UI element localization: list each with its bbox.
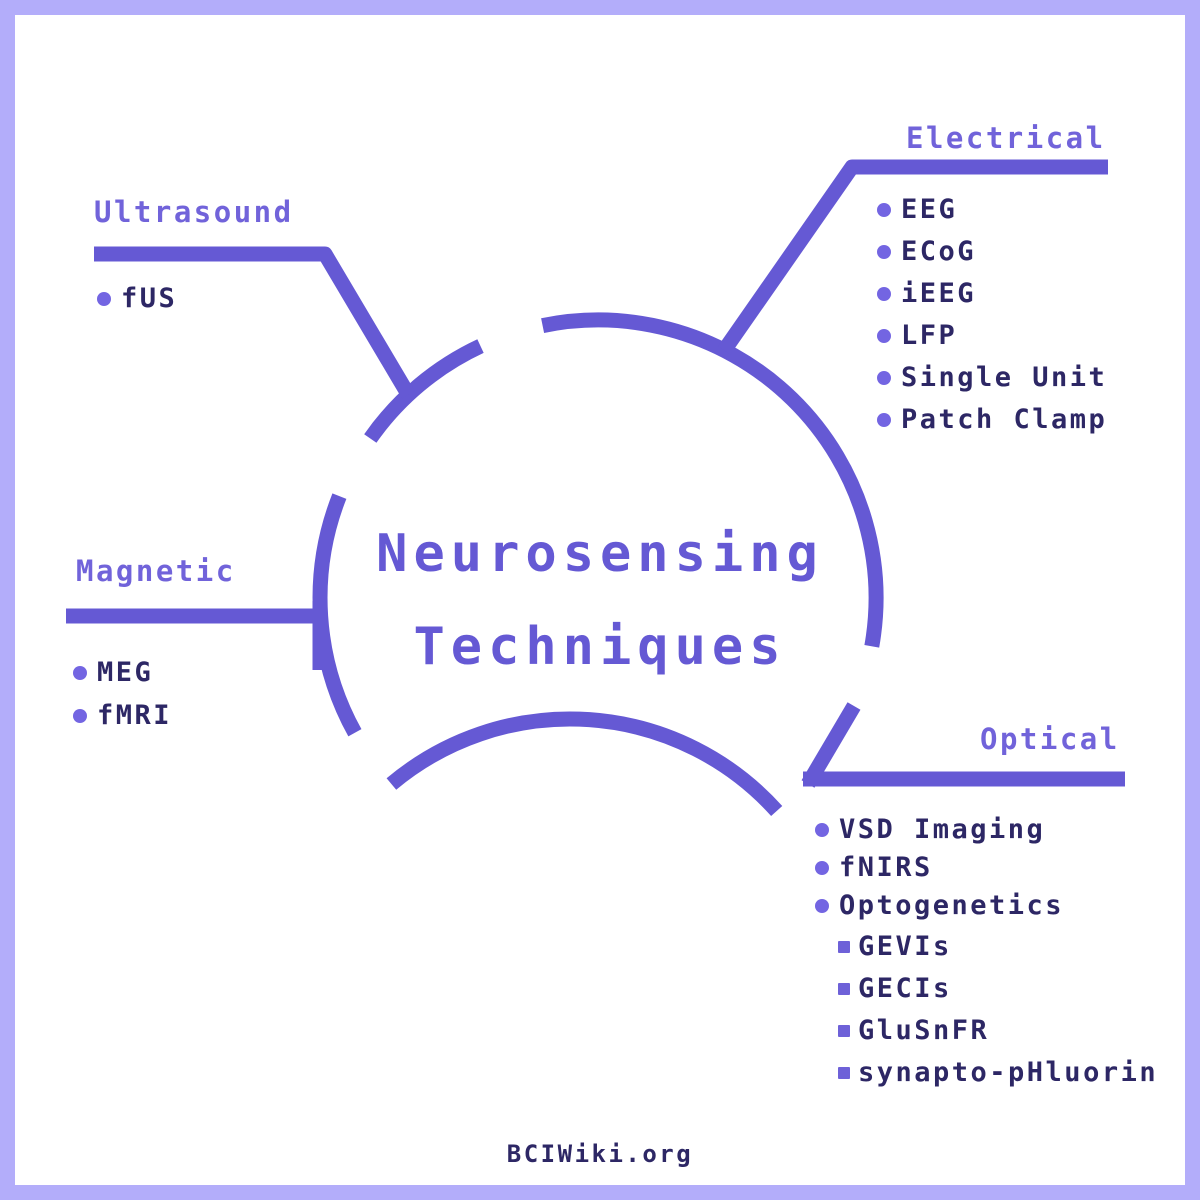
bullet-square-icon — [838, 1067, 850, 1079]
ultrasound-connector — [94, 246, 415, 399]
list-item: Single Unit — [877, 363, 1107, 393]
item-label: iEEG — [901, 278, 977, 309]
list-item: MEG — [73, 658, 172, 688]
central-title-line2: Techniques — [413, 617, 787, 677]
central-title-line1: Neurosensing — [376, 524, 824, 584]
list-item: ECoG — [877, 237, 1107, 267]
bullet-dot-icon — [73, 666, 87, 680]
bullet-dot-icon — [877, 371, 891, 385]
list-item: iEEG — [877, 279, 1107, 309]
item-label: Patch Clamp — [901, 404, 1108, 435]
electrical-connector — [718, 159, 1108, 355]
bullet-dot-icon — [815, 823, 829, 837]
magnetic-item-list: MEG fMRI — [73, 658, 172, 731]
item-label: Optogenetics — [839, 890, 1065, 921]
list-item: synapto-pHluorin — [838, 1058, 1158, 1088]
bullet-dot-icon — [877, 287, 891, 301]
list-item: fUS — [97, 284, 177, 314]
list-item: VSD Imaging — [815, 815, 1064, 845]
bullet-dot-icon — [877, 413, 891, 427]
item-label: fUS — [121, 283, 178, 314]
bullet-dot-icon — [877, 245, 891, 259]
optical-subitem-list: GEVIs GECIs GluSnFR synapto-pHluorin — [838, 932, 1158, 1088]
item-label: VSD Imaging — [839, 814, 1046, 845]
bullet-dot-icon — [815, 899, 829, 913]
bullet-square-icon — [838, 983, 850, 995]
electrical-item-list: EEG ECoG iEEG LFP Single Unit Patch Clam… — [877, 195, 1107, 435]
optical-item-list: VSD Imaging fNIRS Optogenetics — [815, 815, 1064, 921]
bullet-dot-icon — [97, 292, 111, 306]
list-item: LFP — [877, 321, 1107, 351]
optical-connector-diagonal — [801, 702, 861, 788]
bullet-dot-icon — [877, 203, 891, 217]
subitem-label: GluSnFR — [858, 1015, 990, 1046]
list-item: Optogenetics — [815, 891, 1064, 921]
branch-title-optical: Optical — [980, 722, 1120, 756]
list-item: Patch Clamp — [877, 405, 1107, 435]
subitem-label: GEVIs — [858, 931, 952, 962]
circle-arc-ultrasound — [364, 339, 484, 443]
item-label: LFP — [901, 320, 958, 351]
list-item: GluSnFR — [838, 1016, 1158, 1046]
bullet-dot-icon — [73, 709, 87, 723]
item-label: EEG — [901, 194, 958, 225]
list-item: EEG — [877, 195, 1107, 225]
list-item: GEVIs — [838, 932, 1158, 962]
circle-arc-top-right — [541, 312, 884, 648]
footer-site-label: BCIWiki.org — [506, 1140, 694, 1168]
item-label: MEG — [97, 657, 154, 688]
bullet-dot-icon — [877, 329, 891, 343]
subitem-label: synapto-pHluorin — [858, 1057, 1159, 1088]
item-label: fNIRS — [839, 852, 933, 883]
list-item: GECIs — [838, 974, 1158, 1004]
list-item: fNIRS — [815, 853, 1064, 883]
bullet-dot-icon — [815, 861, 829, 875]
branch-title-electrical: Electrical — [906, 121, 1106, 155]
bullet-square-icon — [838, 1025, 850, 1037]
item-label: Single Unit — [901, 362, 1108, 393]
branch-title-magnetic: Magnetic — [76, 554, 236, 588]
item-label: fMRI — [97, 700, 173, 731]
circle-arc-bottom — [386, 711, 783, 817]
ultrasound-item-list: fUS — [97, 284, 177, 314]
branch-title-ultrasound: Ultrasound — [94, 195, 294, 229]
item-label: ECoG — [901, 236, 977, 267]
list-item: fMRI — [73, 701, 172, 731]
subitem-label: GECIs — [858, 973, 952, 1004]
bullet-square-icon — [838, 941, 850, 953]
